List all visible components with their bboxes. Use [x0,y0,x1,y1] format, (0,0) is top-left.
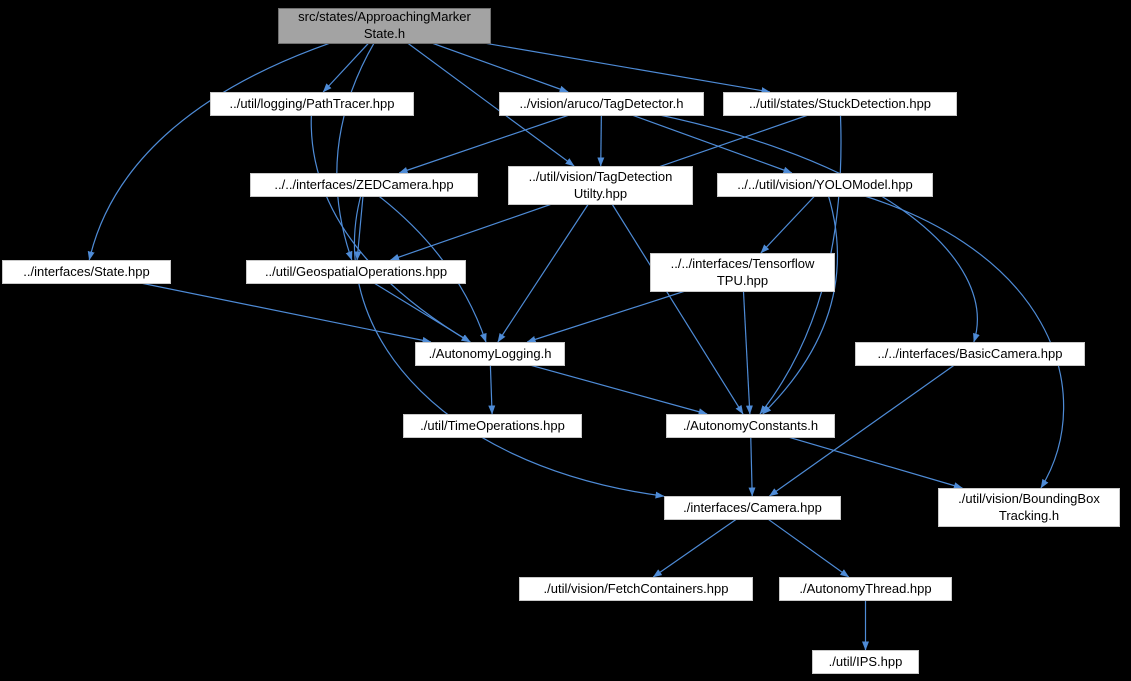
graph-node-zed-camera[interactable]: ../../interfaces/ZEDCamera.hpp [250,173,478,197]
edge-approaching-marker-state-geospatial-operations [336,25,386,261]
graph-node-basic-camera[interactable]: ../../interfaces/BasicCamera.hpp [855,342,1085,366]
graph-node-time-operations[interactable]: ./util/TimeOperations.hpp [403,414,582,438]
graph-node-autonomy-thread[interactable]: ./AutonomyThread.hpp [779,577,952,601]
graph-node-stuck-detection[interactable]: ../util/states/StuckDetection.hpp [723,92,957,116]
edge-tensorflow-tpu-autonomy-constants [741,272,753,415]
graph-node-geospatial-operations[interactable]: ../util/GeospatialOperations.hpp [246,260,466,284]
edge-tag-detection-utility-autonomy-logging [497,185,602,343]
edge-approaching-marker-state-state [87,25,385,261]
graph-node-tensorflow-tpu[interactable]: ../../interfaces/Tensorflow TPU.hpp [650,253,835,292]
graph-node-state[interactable]: ../interfaces/State.hpp [2,260,171,284]
graph-node-ips[interactable]: ./util/IPS.hpp [812,650,919,674]
graph-node-fetch-containers[interactable]: ./util/vision/FetchContainers.hpp [519,577,753,601]
graph-node-bounding-box-tracking[interactable]: ./util/vision/BoundingBox Tracking.h [938,488,1120,527]
graph-node-approaching-marker-state[interactable]: src/states/ApproachingMarker State.h [278,8,491,44]
graph-node-camera[interactable]: ./interfaces/Camera.hpp [664,496,841,520]
edge-yolo-model-autonomy-constants [762,184,839,415]
graph-node-yolo-model[interactable]: ../../util/vision/YOLOModel.hpp [717,173,933,197]
edge-tag-detection-utility-autonomy-constants [599,185,744,415]
edge-yolo-model-bounding-box-tracking [824,184,1065,489]
graph-node-tag-detection-utility[interactable]: ../util/vision/TagDetection Utilty.hpp [508,166,693,205]
edge-path-tracer-autonomy-logging [310,103,471,343]
edge-zed-camera-autonomy-logging [363,184,487,343]
graph-node-autonomy-logging[interactable]: ./AutonomyLogging.h [415,342,565,366]
edge-zed-camera-geospatial-operations [354,184,365,261]
edge-approaching-marker-state-tag-detection-utility [384,25,575,167]
edge-zed-camera-camera [354,184,665,499]
graph-node-tag-detector[interactable]: ../vision/aruco/TagDetector.h [499,92,704,116]
graph-node-autonomy-constants[interactable]: ./AutonomyConstants.h [666,414,835,438]
graph-node-path-tracer[interactable]: ../util/logging/PathTracer.hpp [210,92,414,116]
edge-basic-camera-camera [769,353,971,497]
